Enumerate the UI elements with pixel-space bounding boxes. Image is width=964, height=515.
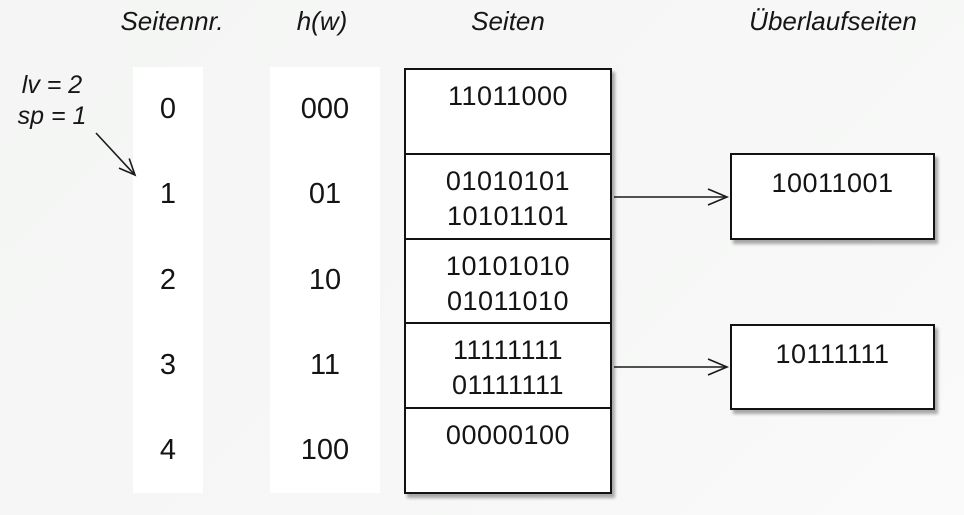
record-value: 10101101: [446, 200, 570, 231]
record-value: 00000100: [445, 420, 571, 451]
hash-value-column: 000 01 10 11 100: [270, 67, 380, 493]
split-pointer-arrow: [95, 132, 137, 177]
column-header-pages: Seiten: [471, 6, 545, 36]
record-value: 10101010: [445, 250, 571, 281]
page-number-4: 4: [159, 433, 177, 466]
page-number-3: 3: [159, 348, 177, 381]
hash-value-3: 11: [309, 348, 341, 381]
record-value: 01011010: [446, 285, 570, 316]
hash-value-4: 100: [300, 433, 350, 466]
page-cell-1: 01010101 10101101: [406, 155, 610, 240]
overflow-page-row1: 10011001: [730, 153, 935, 240]
page-cell-2: 10101010 01011010: [406, 240, 610, 325]
page-cell-4: 00000100: [406, 409, 610, 492]
record-value: 01111111: [451, 370, 565, 401]
record-value: 10111111: [775, 339, 890, 369]
overflow-arrow-row1: [614, 188, 730, 206]
overflow-page-row3: 10111111: [730, 324, 935, 410]
page-cell-3: 11111111 01111111: [406, 324, 610, 410]
record-value: 11011000: [447, 81, 569, 111]
record-value: [406, 114, 610, 149]
page-number-1: 1: [159, 178, 177, 211]
column-header-overflow-pages: Überlaufseiten: [749, 6, 917, 36]
record-value: 10011001: [771, 168, 894, 198]
hash-value-1: 01: [308, 178, 342, 211]
page-cell-0: 11011000: [406, 70, 610, 155]
state-annotation: lv = 2 sp = 1: [4, 70, 100, 132]
column-header-hash-function: h(w): [296, 6, 348, 36]
pages-table: 11011000 01010101 10101101 10101010 0101…: [404, 68, 612, 494]
overflow-arrow-row3: [614, 358, 730, 376]
record-value: [406, 453, 610, 488]
annotation-level: lv = 2: [21, 71, 83, 99]
hash-value-2: 10: [308, 263, 342, 296]
page-number-column: 0 1 2 3 4: [133, 67, 203, 493]
page-number-0: 0: [159, 93, 177, 126]
record-value: 11111111: [452, 335, 564, 366]
record-value: 01010101: [445, 165, 571, 196]
annotation-split-pointer: sp = 1: [17, 102, 87, 130]
column-header-page-number: Seitennr.: [120, 6, 224, 36]
hash-value-0: 000: [300, 93, 350, 126]
page-number-2: 2: [159, 263, 177, 296]
